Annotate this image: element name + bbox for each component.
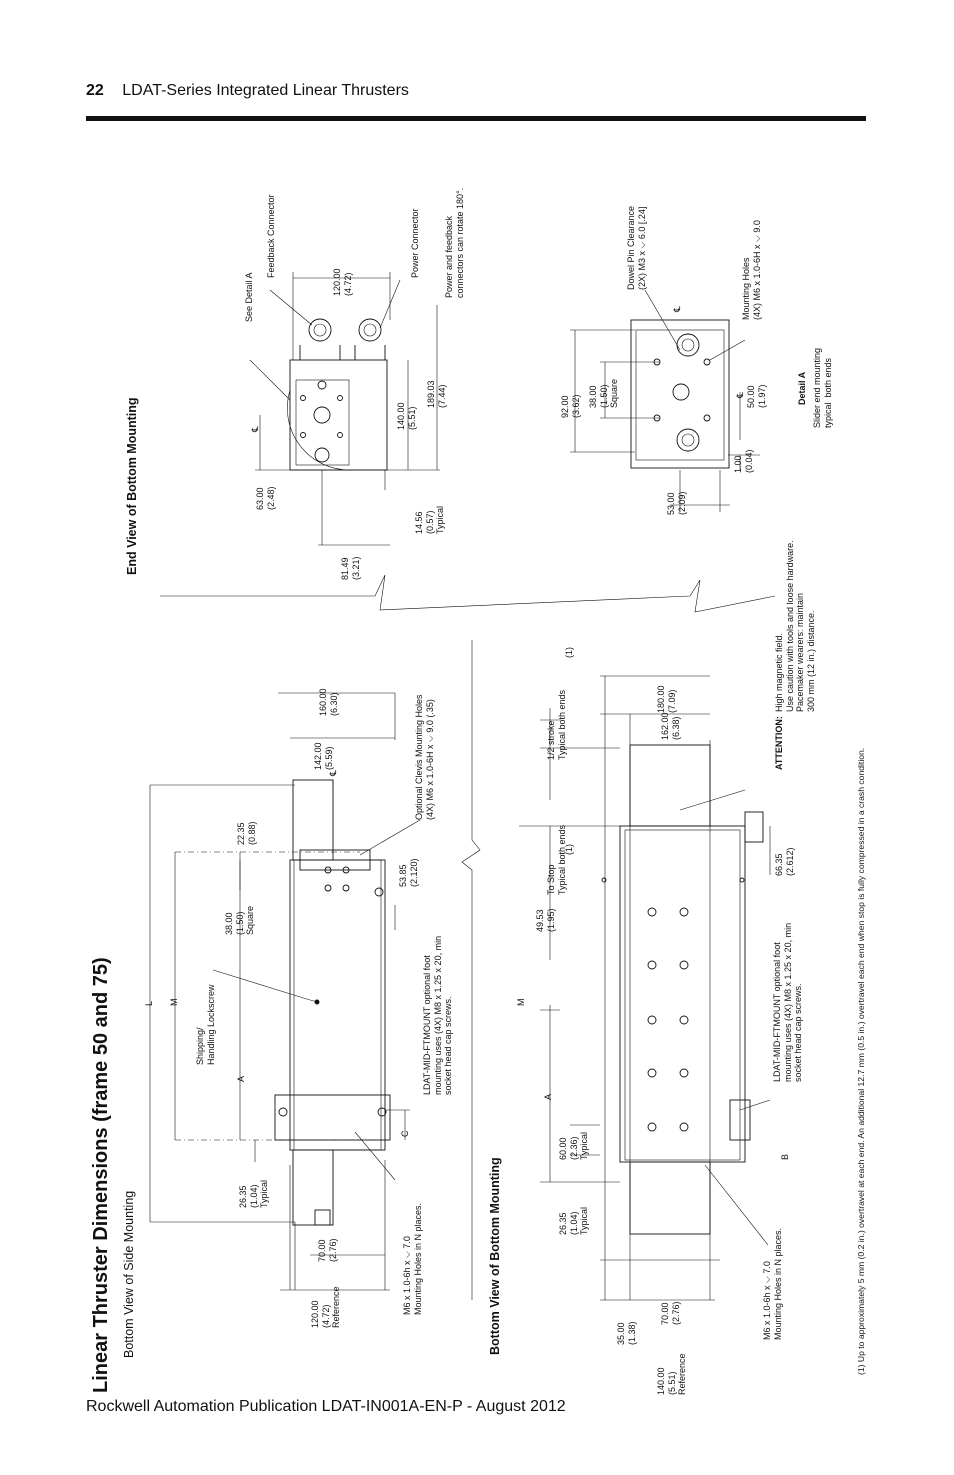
side-view-title: Bottom View of Side Mounting: [122, 1190, 136, 1358]
bottom-mounting-drawing: [519, 675, 771, 1301]
bot-dim-35: 35.00 (1.38): [616, 1321, 637, 1345]
side-foot-mount-note: LDAT-MID-FTMOUNT optional foot mounting …: [422, 935, 453, 1095]
end-power-connector: Power Connector: [410, 208, 420, 278]
end-see-detail-a: See Detail A: [244, 272, 254, 322]
bot-dim-70: 70.00 (2.76): [660, 1301, 681, 1325]
end-view-title: End View of Bottom Mounting: [125, 397, 139, 575]
page-number: 22: [86, 82, 104, 99]
side-mounting-drawing: [149, 692, 421, 1291]
side-centerline: ℄: [328, 770, 338, 776]
attention-text: High magnetic field. Use caution with to…: [774, 540, 816, 712]
det-centerline: ℄: [672, 306, 682, 312]
side-dim-70: 70.00 (2.76): [317, 1238, 338, 1262]
detail-a-subtitle: Slider end mounting typical both ends: [812, 347, 833, 428]
end-dim-1456: 14.56 (0.57) Typical: [414, 505, 445, 534]
bot-dim-M: M: [516, 998, 526, 1007]
bot-dim-180: 180.00 (7.09): [656, 685, 677, 713]
side-dim-38: 38.00 (1.50) Square: [224, 905, 255, 935]
page-footer: Rockwell Automation Publication LDAT-IN0…: [86, 1398, 566, 1415]
bot-dim-60: 60.00 (2.36) Typical: [558, 1131, 589, 1160]
bot-m6-holes: M6 x 1.0-6h x ⌵ 7.0 Mounting Holes in N …: [762, 1227, 783, 1340]
det-dim-53: 53.00 (2.09): [666, 491, 687, 515]
footnote-ref-2: (1): [564, 647, 574, 658]
header-rule: [86, 116, 866, 121]
footnote-ref-1: (1): [564, 844, 574, 855]
end-feedback-connector: Feedback Connector: [266, 194, 276, 278]
bot-dim-A: A: [543, 1093, 553, 1100]
bot-dim-140: 140.00 (5.51) Reference: [656, 1353, 687, 1395]
side-dim-2235: 22.35 (0.88): [236, 821, 257, 845]
side-m6-holes: M6 x 1.0-6h x ⌵ 7.0 Mounting Holes in N …: [402, 1202, 423, 1315]
detail-a-title: Detail A: [797, 371, 807, 405]
end-view-drawing: [249, 272, 440, 546]
shipping-lockscrew-label: Shipping/ Handling Lockscrew: [195, 984, 216, 1065]
bot-dim-B: B: [780, 1153, 790, 1160]
bot-dim-2635: 26.35 (1.04) Typical: [558, 1206, 589, 1235]
det-centerline-2: ℄: [735, 392, 745, 398]
side-dim-5385: 53.85 (2.120): [398, 858, 419, 887]
bot-half-stroke: 1/2 stroke Typical both ends: [546, 689, 567, 760]
det-dim-1: 1.00 (0.04): [733, 449, 754, 473]
detail-a-drawing: [570, 289, 760, 512]
section-title: Linear Thruster Dimensions (frame 50 and…: [90, 957, 112, 1393]
bottom-view-title: Bottom View of Bottom Mounting: [488, 1157, 502, 1355]
bot-to-stop: To Stop Typical both ends: [546, 824, 567, 895]
side-dim-142: 142.00 (5.59): [313, 742, 334, 770]
end-centerline: ℄: [250, 426, 260, 432]
bot-dim-4953: 49.53 (1.95): [535, 908, 556, 932]
dim-L: L: [144, 1000, 154, 1006]
dim-C: C: [400, 1130, 410, 1138]
det-dowel-note: Dowel Pin Clearance (2X) M3 x ⌵ 6.0 [.24…: [626, 205, 647, 290]
det-mount-note: Mounting Holes (4X) M6 x 1.0-6H x ⌵ 9.0: [741, 220, 762, 320]
footnote: (1) Up to approximately 5 mm (0.2 in.) o…: [856, 747, 866, 1375]
end-rotate-note: Power and feedback connectors can rotate…: [444, 187, 465, 298]
bot-foot-mount-note: LDAT-MID-FTMOUNT optional foot mounting …: [772, 922, 803, 1082]
page-header: 22 LDAT-Series Integrated Linear Thruste…: [86, 82, 409, 100]
end-dim-120: 120.00 (4.72): [332, 268, 353, 296]
det-dim-38: 38.00 (1.50) Square: [588, 378, 619, 408]
bot-dim-6635: 66.35 (2.612): [774, 847, 795, 876]
end-dim-8149: 81.49 (3.21): [340, 556, 361, 580]
end-dim-63: 63.00 (2.48): [255, 486, 276, 510]
header-title: LDAT-Series Integrated Linear Thrusters: [122, 82, 409, 99]
dim-A: A: [236, 1075, 246, 1082]
side-dim-2635: 26.35 (1.04) Typical: [238, 1179, 269, 1208]
side-dim-160: 160.00 (6.30): [318, 688, 339, 716]
side-clevis-holes: Optional Clevis Mounting Holes (4X) M6 x…: [414, 694, 435, 820]
side-dim-120: 120.00 (4.72) Reference: [310, 1286, 341, 1328]
end-dim-140: 140.00 (5.51): [396, 402, 417, 430]
attention-label: ATTENTION:: [774, 716, 784, 770]
end-dim-189: 189.03 (7.44): [426, 380, 447, 408]
det-dim-92: 92.00 (3.62): [560, 394, 581, 418]
det-dim-50: 50.00 (1.97): [746, 384, 767, 408]
bot-dim-162: 162.00 (6.38): [660, 712, 681, 740]
dim-M: M: [169, 998, 179, 1007]
